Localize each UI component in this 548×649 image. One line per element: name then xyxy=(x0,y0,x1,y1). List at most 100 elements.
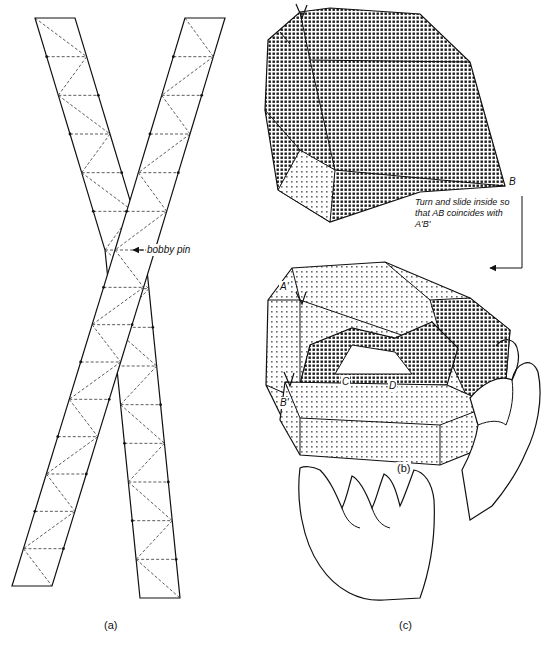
drawing-g xyxy=(280,322,540,600)
fold-line xyxy=(132,520,172,521)
panel-label: (c) xyxy=(398,619,413,632)
point-label: B' xyxy=(279,397,290,409)
fold-line xyxy=(92,325,121,362)
vertex-dot xyxy=(175,558,178,561)
drawing-path xyxy=(506,380,513,425)
vertex-dot xyxy=(69,133,72,136)
fold-line xyxy=(58,436,98,437)
fold-line xyxy=(35,511,75,512)
fold-line xyxy=(138,134,190,173)
fold-line xyxy=(35,18,87,57)
fold-line xyxy=(70,134,110,135)
point-label: D xyxy=(388,380,397,392)
vertex-dot xyxy=(131,323,134,326)
vertex-dot xyxy=(33,510,36,513)
vertex-dot xyxy=(92,210,95,213)
fold-line xyxy=(121,366,157,405)
fold-line xyxy=(47,56,87,57)
vertex-dot xyxy=(172,55,175,58)
vertex-dot xyxy=(123,442,126,445)
fold-line xyxy=(82,134,110,173)
vertex-dot xyxy=(125,210,128,213)
drawing-path xyxy=(299,467,435,601)
strip-two xyxy=(12,18,225,586)
fold-line xyxy=(69,399,109,400)
fold-line xyxy=(136,559,176,560)
drawing-polygon xyxy=(300,322,458,385)
fold-line xyxy=(82,173,134,212)
fold-line xyxy=(162,57,214,96)
drawing-path xyxy=(296,4,307,18)
vertex-dot xyxy=(131,519,134,522)
drawing-polygon xyxy=(265,8,505,222)
drawing-path xyxy=(478,421,506,425)
fold-line xyxy=(121,404,161,405)
fold-line xyxy=(162,95,202,96)
drawing-polyline xyxy=(265,110,300,150)
drawing-path xyxy=(296,292,306,304)
drawing-polygon xyxy=(335,345,412,374)
fold-line xyxy=(69,399,98,436)
panel-label: (b) xyxy=(396,462,411,475)
vertex-dot xyxy=(97,94,100,97)
drawing-line xyxy=(133,250,144,251)
vertex-dot xyxy=(108,398,111,401)
fold-line xyxy=(128,482,168,483)
drawing-path xyxy=(496,340,519,380)
fold-line xyxy=(46,474,86,475)
fold-line xyxy=(138,172,178,173)
drawing-polyline xyxy=(310,60,505,186)
fold-line xyxy=(185,18,213,57)
drawing-polyline xyxy=(385,262,430,300)
fold-line xyxy=(81,362,121,363)
drawing-g xyxy=(265,4,505,222)
fold-line xyxy=(115,250,144,287)
fold-line xyxy=(92,324,132,325)
fold-line xyxy=(58,95,98,96)
fold-line xyxy=(117,366,157,367)
fold-line xyxy=(128,443,164,482)
pointer-label: bobby pin xyxy=(146,244,191,256)
panel-label: (a) xyxy=(103,619,118,632)
paper-strip xyxy=(12,18,225,586)
fold-line xyxy=(23,511,74,548)
fold-line xyxy=(173,56,213,57)
vertex-dot xyxy=(56,435,59,438)
vertex-dot xyxy=(200,94,203,97)
vertex-dot xyxy=(167,481,170,484)
fold-line xyxy=(46,474,75,511)
drawing-path xyxy=(372,508,390,528)
fold-line xyxy=(127,211,167,212)
drawing-polyline xyxy=(300,12,470,62)
fold-line xyxy=(23,549,52,586)
drawing-polyline xyxy=(300,418,301,455)
point-label: A' xyxy=(279,281,290,293)
vertex-dot xyxy=(177,171,180,174)
drawing-path xyxy=(342,508,360,528)
fold-line xyxy=(162,95,190,134)
point-label: C xyxy=(341,376,350,388)
drawing-polygon xyxy=(278,150,335,222)
vertex-dot xyxy=(45,55,48,58)
vertex-dot xyxy=(159,403,162,406)
fold-line xyxy=(124,443,164,444)
fold-line xyxy=(121,405,165,444)
vertex-dot xyxy=(149,133,152,136)
drawing-path xyxy=(462,363,540,520)
drawing-path xyxy=(280,32,290,44)
fold-line xyxy=(93,211,133,212)
point-label: B xyxy=(508,176,517,188)
fold-line xyxy=(136,521,172,560)
fold-line xyxy=(58,95,110,134)
fold-line xyxy=(92,287,143,324)
vertex-dot xyxy=(120,171,123,174)
drawing-polygon xyxy=(280,382,492,465)
drawing-g xyxy=(12,18,225,598)
instruction-note: Turn and slide inside so that AB coincid… xyxy=(414,197,516,230)
fold-line xyxy=(128,482,172,521)
fold-line xyxy=(23,548,63,549)
fold-line xyxy=(58,57,86,96)
vertex-dot xyxy=(62,547,65,550)
vertex-dot xyxy=(151,326,154,329)
